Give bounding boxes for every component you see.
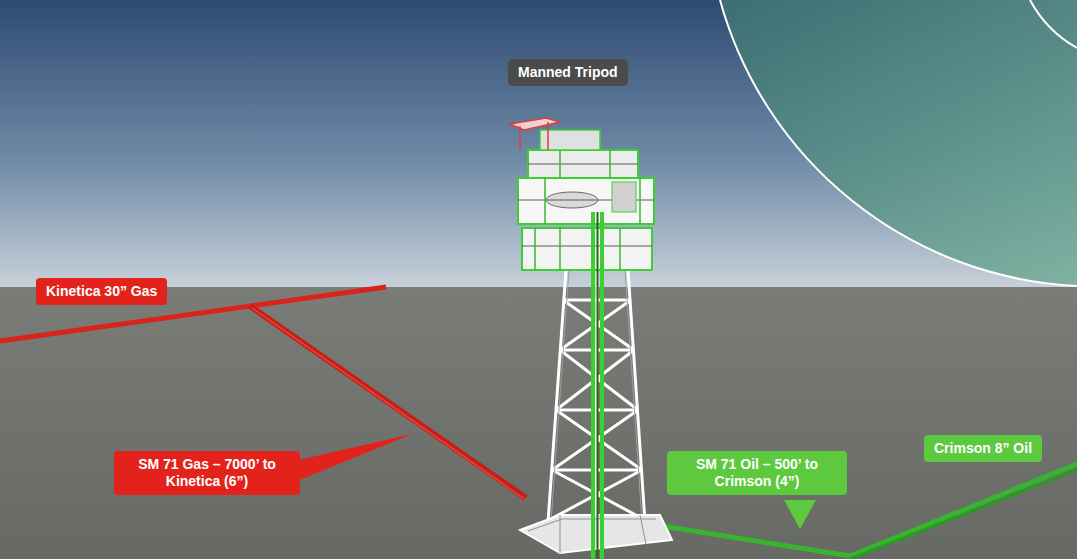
callout-tail bbox=[784, 500, 816, 529]
callout-box: SM 71 Gas – 7000’ to Kinetica (6”) bbox=[114, 451, 300, 495]
label-text: Crimson 8” Oil bbox=[934, 440, 1032, 457]
oil-trunkline bbox=[850, 470, 1077, 559]
seabed bbox=[0, 287, 1077, 559]
callout-box: SM 71 Oil – 500’ to Crimson (4”) bbox=[667, 451, 847, 495]
decor-arc bbox=[720, 0, 1077, 286]
label-text: Kinetica 30” Gas bbox=[46, 283, 157, 300]
label-text: SM 71 Oil – 500’ to Crimson (4”) bbox=[677, 456, 837, 490]
platform-label: Manned Tripod bbox=[508, 59, 628, 86]
topsides bbox=[510, 118, 654, 270]
label-text: SM 71 Gas – 7000’ to Kinetica (6”) bbox=[124, 456, 290, 490]
oil-riser-core bbox=[597, 212, 599, 559]
mudmat bbox=[520, 515, 672, 553]
decor-arc bbox=[1030, 0, 1077, 48]
callout-tail bbox=[290, 434, 412, 484]
pipeline-label: Kinetica 30” Gas bbox=[36, 278, 167, 305]
oil-riser bbox=[593, 212, 602, 559]
sky bbox=[0, 0, 1077, 288]
decor-disc bbox=[720, 0, 1077, 286]
label-text: Manned Tripod bbox=[518, 64, 618, 81]
pipeline-label: Crimson 8” Oil bbox=[924, 435, 1042, 462]
